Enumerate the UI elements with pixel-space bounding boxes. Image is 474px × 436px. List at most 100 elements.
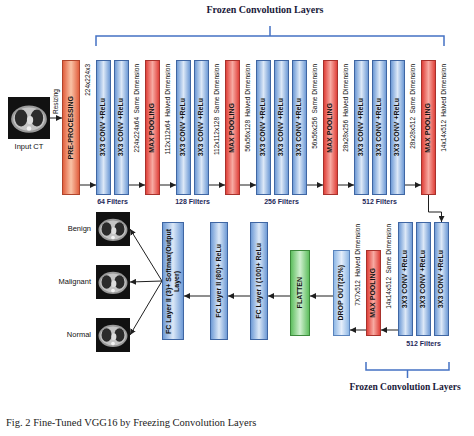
conv-layer-box: 3X3 CONV +ReLu [354,60,369,195]
layer-name: 3X3 CONV +ReLu [277,98,285,156]
dimension-label: Halved Dimension [164,64,171,117]
dimension-label: Halved Dimension [440,64,447,117]
dimension-label: 112x112x64 [164,120,171,154]
conv-layer-box: 3X3 CONV +ReLu [398,222,413,336]
dimension-label: 224x224x64 [133,117,140,152]
max-pooling-box: MAX POOLING [145,60,160,195]
conv-layer-box: 3X3 CONV +ReLu [194,60,209,195]
layer-name: 3X3 CONV +ReLu [375,98,383,156]
dimension-label: Same Dimension [213,64,220,114]
top-bracket [96,26,444,46]
dimension-label: 112x112x128 [213,117,220,155]
filter-count: 512 Filters [362,198,397,206]
layer-name: MAX POOLING [369,268,377,318]
layer-name: 3X3 CONV +ReLu [197,98,205,156]
max-pooling-box: MAX POOLING [366,250,381,336]
bottom-bracket [366,362,449,378]
dimension-label: 56x56x128 [244,120,251,152]
conv-layer-box: 3X3 CONV +ReLu [96,60,111,195]
ct-image-node: Malignant [96,265,130,299]
ct-scan-image [96,212,130,246]
dimension-label: Halved Dimension [354,224,361,277]
conv-layer-box: 3X3 CONV +ReLu [114,60,129,195]
layer-name: 3X3 CONV +ReLu [393,98,401,156]
ct-image-node: Benign [96,212,130,246]
filter-count: 256 Filters [264,198,299,206]
edge-label: Resizing [52,89,59,114]
conv-layer-box: 3X3 CONV +ReLu [434,222,449,336]
conv-layer-box: 3X3 CONV +ReLu [416,222,431,336]
dense-layer-box: FC Layer I (100)+ ReLu [250,222,268,340]
dense-layer-box: FC Layer II (80)+ ReLu [210,222,228,340]
flow-arrow [429,195,442,222]
flow-arrow [338,185,354,186]
image-caption: Input CT [15,143,44,152]
flow-arrow [160,185,176,186]
conv-layer-box: 3X3 CONV +ReLu [292,60,307,195]
conv-layer-box: 3X3 CONV +ReLu [274,60,289,195]
layer-name: 3X3 CONV +ReLu [179,98,187,156]
dimension-label: 7X7x512 [354,280,361,306]
dimension-label: 14x14x512 [385,277,392,309]
dimension-label: 28x28x512 [409,117,416,149]
flow-arrow [184,296,210,297]
flatten-box: FLATTEN [290,250,310,336]
layer-name: 3X3 CONV +ReLu [419,250,427,308]
ct-scan-image [96,318,130,352]
max-pooling-box: MAX POOLING [323,60,338,195]
dimension-label: 28x28x256 [342,120,349,152]
flow-arrow [268,296,290,297]
layer-name: 3X3 CONV +ReLu [259,98,267,156]
ct-image-node: Input CT [8,96,50,140]
dimension-label: 224x224x3 [84,64,91,96]
flow-arrow [129,185,145,186]
ct-scan-image [96,265,130,299]
layer-name: MAX POOLING [148,103,156,153]
max-pooling-box: MAX POOLING [421,60,436,195]
layer-name: MAX POOLING [424,103,432,153]
flow-arrow [130,281,162,335]
dimension-label: Same Dimension [409,64,416,114]
preprocessing-box: PRE-PROCESSING [62,60,80,195]
dimension-label: 14x14x512 [440,120,447,152]
flow-arrow [228,296,250,297]
layer-name: 3X3 CONV +ReLu [357,98,365,156]
filter-count: 64 Filters [97,198,128,206]
layer-name: FLATTEN [296,277,304,308]
layer-name: 3X3 CONV +ReLu [117,98,125,156]
layer-name: MAX POOLING [326,103,334,153]
ct-image-node: Normal [96,318,130,352]
flow-arrow [130,229,162,281]
dimension-label: Same Dimension [133,64,140,114]
layer-name: 3X3 CONV +ReLu [295,98,303,156]
layer-name: 3X3 CONV +ReLu [401,250,409,308]
conv-layer-box: 3X3 CONV +ReLu [390,60,405,195]
max-pooling-box: MAX POOLING [225,60,240,195]
flow-arrow [240,185,256,186]
figure-caption: Fig. 2 Fine-Tuned VGG16 by Freezing Conv… [6,417,256,430]
layer-name: FC Layer II (80)+ ReLu [215,244,223,318]
flow-arrow [130,281,162,282]
dimension-label: Halved Dimension [342,64,349,117]
layer-name: MAX POOLING [228,103,236,153]
filter-count: 512 Filters [406,340,441,348]
dense-layer-box: FC Layer II (3)+ Softmax(Output Layer) [162,222,184,340]
layer-name: 3X3 CONV +ReLu [99,98,107,156]
layer-name: FC Layer II (3)+ Softmax(Output Layer) [165,226,181,336]
layer-name: FC Layer I (100)+ ReLu [255,243,263,319]
flow-arrow [310,296,333,297]
dimension-label: Same Dimension [385,224,392,274]
conv-layer-box: 3X3 CONV +ReLu [372,60,387,195]
flow-arrow [50,118,62,119]
conv-layer-box: 3X3 CONV +ReLu [256,60,271,195]
dropout-box: DROP OUT(20%) [333,250,350,336]
dimension-label: 56x56x256 [311,117,318,149]
layer-name: DROP OUT(20%) [337,265,345,321]
layer-name: 3X3 CONV +ReLu [437,250,445,308]
bracket-label: Frozen Convolution Layers [206,4,323,16]
image-caption: Benign [68,225,91,234]
flow-arrow [209,185,225,186]
conv-layer-box: 3X3 CONV +ReLu [176,60,191,195]
dimension-label: Halved Dimension [244,64,251,117]
